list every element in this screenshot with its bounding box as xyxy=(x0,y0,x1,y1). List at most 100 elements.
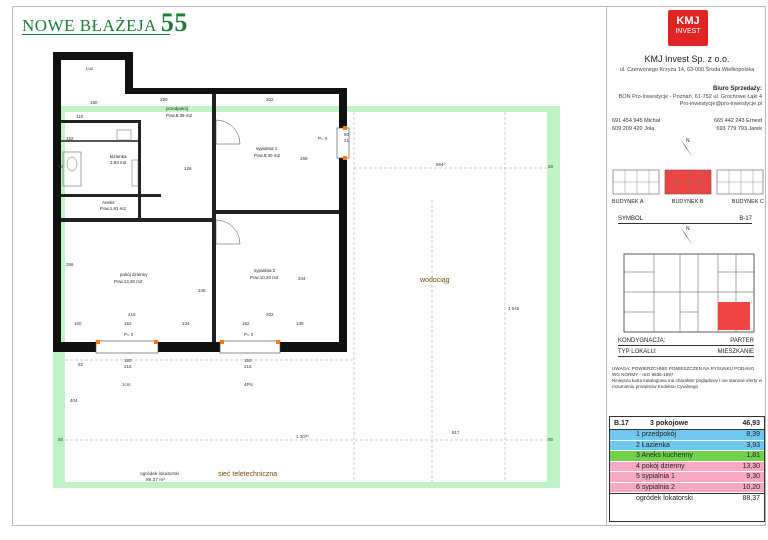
floor-key-plan xyxy=(623,253,755,333)
symbol-value: B-17 xyxy=(739,216,752,222)
dim-150b: 150 xyxy=(244,358,252,363)
page-frame xyxy=(12,6,766,526)
contact-left: 691 454 945 Michał xyxy=(612,118,661,124)
contact-right: 665 442 243 Ernest xyxy=(713,118,762,124)
dim-pb0b: P= 0 xyxy=(244,332,254,337)
wall-left xyxy=(53,52,61,352)
note-line1: UWAGA: POWIERZCHNIE POMIESZCZEŃ NA RYSUN… xyxy=(612,366,755,377)
brand-underline xyxy=(22,34,170,35)
room-living-name: pokój dzienny xyxy=(120,272,148,277)
unit-type-row: TYP LOKALU: MIESZKANIE xyxy=(618,349,754,357)
symbol-label: SYMBOL xyxy=(618,216,644,222)
dim-50c: 50 xyxy=(58,164,64,169)
dim-248: 248 xyxy=(198,288,206,293)
dim-290: 290 xyxy=(160,97,168,102)
area-room-value: 13,30 xyxy=(742,462,760,470)
water-label: wodociąg xyxy=(419,277,450,284)
sales-line1: BON Pro-Inwestycje - Poznań, 61-752 ul. … xyxy=(618,94,762,100)
dim-pb0c: P= 0 xyxy=(318,136,328,141)
building-a-label: BUDYNEK A xyxy=(612,199,644,205)
building-thumbnails xyxy=(612,169,764,195)
unit-rooms-type: 3 pokojowe xyxy=(650,419,689,427)
area-room-name: 5 sypialnia 1 xyxy=(636,473,675,481)
company-name: KMJ Invest Sp. z o.o. xyxy=(644,54,730,64)
level-row: KONDYGNACJA: PARTER xyxy=(618,338,754,346)
wall-top xyxy=(125,88,345,94)
floor-plan: przedpokój Pow.8,39 m2 łazienka 3,93 m2 … xyxy=(53,52,560,488)
level-label: KONDYGNACJA: xyxy=(618,338,666,344)
garden-inner xyxy=(65,112,547,482)
dim-pb0a: P= 0 xyxy=(124,332,134,337)
symbol-row: SYMBOL B-17 xyxy=(618,216,752,224)
room-bed1-area: Pow.9,30 m2 xyxy=(254,153,281,158)
dim-817: 817 xyxy=(452,430,460,435)
room-bed1-name: sypialnia 1 xyxy=(256,146,278,151)
area-room-name: 3 Aneks kuchenny xyxy=(636,452,693,460)
dim-1307: 1 307² xyxy=(296,434,309,439)
room-kitchen-name: Aneks xyxy=(102,200,115,205)
area-room-name: ogródek lokatorski xyxy=(636,494,693,502)
room-bath-area: 3,93 m2 xyxy=(110,160,127,165)
area-room-name: 6 sypialnia 2 xyxy=(636,483,675,491)
north-arrow-icon: N xyxy=(680,138,692,156)
dim-100: 100 xyxy=(74,321,82,326)
dim-268: 268 xyxy=(300,156,308,161)
dim-386: 386 xyxy=(66,262,74,267)
garden-label: ogródek lokatorski xyxy=(140,471,179,477)
dim-138: 138 xyxy=(296,321,304,326)
company-logo: KMJ INVEST xyxy=(668,10,708,46)
area-room-value: 9,30 xyxy=(746,473,760,481)
dim-180: 180 xyxy=(124,358,132,363)
column-divider xyxy=(606,6,607,526)
unit-type-label: TYP LOKALU: xyxy=(618,349,657,355)
building-labels: BUDYNEK A BUDYNEK B BUDYNEK C xyxy=(612,199,764,205)
room-bed2-area: Pow.10,20 m2 xyxy=(250,275,279,280)
brand-number: 55 xyxy=(160,8,188,37)
unit-highlight xyxy=(718,302,750,330)
unit-code: B.17 xyxy=(614,419,629,427)
room-hall-area: Pow.8,39 m2 xyxy=(166,113,193,118)
garden-area-label: 88,37 m² xyxy=(146,477,165,483)
dim-21: 21 xyxy=(344,138,350,143)
note-line2: Niniejsza karta katalogowa ma charakter … xyxy=(612,377,762,389)
svg-text:N: N xyxy=(686,138,690,144)
area-row: 4 pokój dzienny 13,30 xyxy=(610,461,764,472)
dim-4pl: 4Pls xyxy=(244,382,254,387)
wall-bottom xyxy=(53,342,347,352)
contact-right: 693 779 793 Jarek xyxy=(716,126,762,132)
level-value: PARTER xyxy=(730,338,754,344)
dim-50d: 50 xyxy=(58,437,64,442)
sales-contacts: 691 454 945 Michał 665 442 243 Ernest 60… xyxy=(612,118,762,134)
dim-344: 344 xyxy=(298,276,306,281)
dim-1cm: 1cm xyxy=(122,382,131,387)
area-room-name: 1 przedpokój xyxy=(636,431,677,439)
room-living-area: Pow.13,30 m2 xyxy=(114,279,143,284)
contact-row: 691 454 945 Michał 665 442 243 Ernest xyxy=(612,118,762,124)
dim-92: 92 xyxy=(78,362,84,367)
logo-line2: INVEST xyxy=(675,28,701,35)
wall-right xyxy=(339,88,347,352)
dim-150: 150 xyxy=(90,100,98,105)
north-arrow-icon-2: N xyxy=(680,226,692,244)
dim-90: 90 xyxy=(344,132,350,137)
area-room-name: 4 pokój dzienny xyxy=(636,462,685,470)
room-bath-name: łazienka xyxy=(110,154,127,159)
dim-416: 416 xyxy=(128,312,136,317)
dim-564: 564² xyxy=(436,162,446,167)
room-kitchen-area: Pow.1,81 m2 xyxy=(100,206,127,211)
room-bed2-name: sypialnia 2 xyxy=(254,268,276,273)
dim-134: 134 xyxy=(182,321,190,326)
area-table-header: B.17 3 pokojowe 46,93 xyxy=(610,417,764,430)
dim-302b: 302 xyxy=(266,312,274,317)
dim-50a: 50 xyxy=(548,164,554,169)
area-room-name: 2 Łazienka xyxy=(636,441,670,449)
area-row: 5 sypialnia 1 9,30 xyxy=(610,472,764,483)
svg-text:N: N xyxy=(686,226,690,232)
disclaimer-note: UWAGA: POWIERZCHNIE POMIESZCZEŃ NA RYSUN… xyxy=(612,366,762,390)
lux-label: Lux xyxy=(86,66,94,71)
